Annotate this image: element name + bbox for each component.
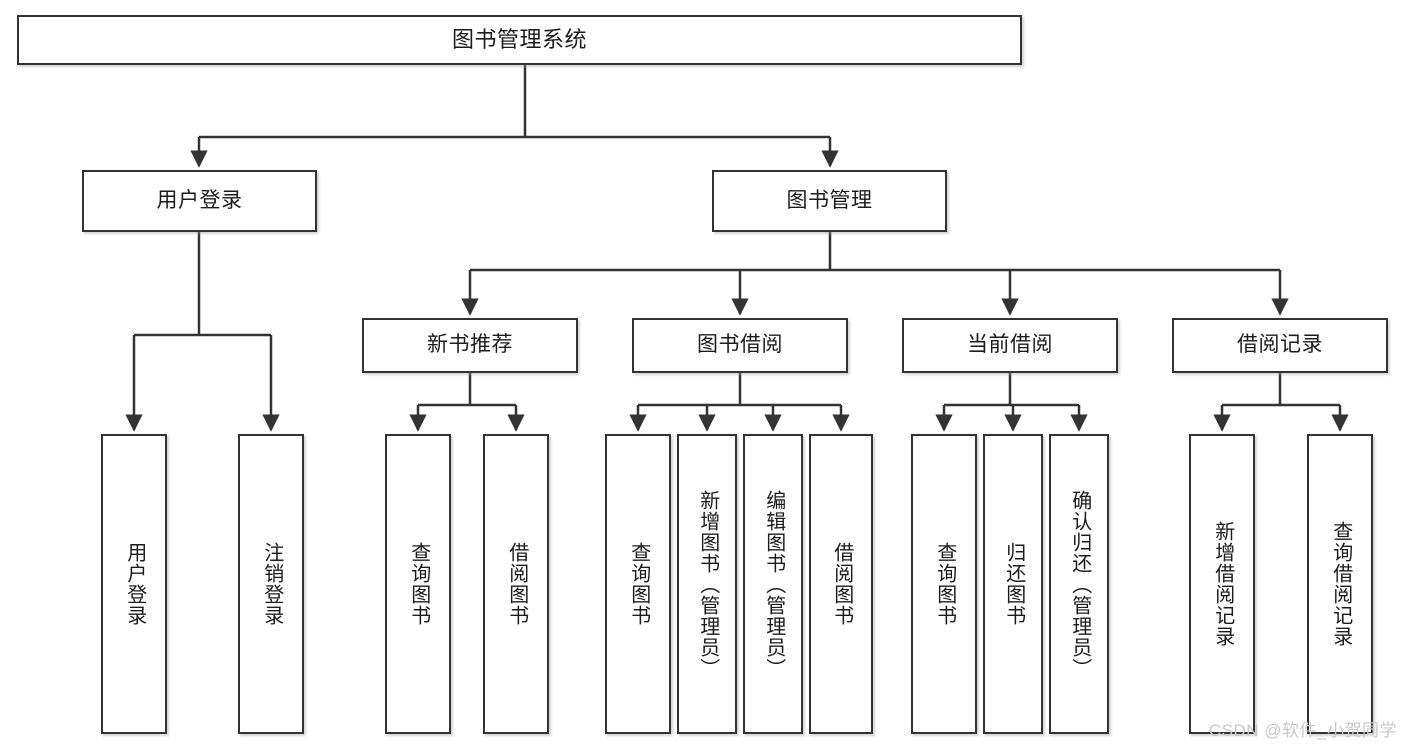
node-leaf-query-record-label: 查询借阅记录 [1329, 521, 1352, 647]
node-leaf-user-login: 用户登录 [101, 434, 167, 734]
node-leaf-logout: 注销登录 [238, 434, 304, 734]
node-leaf-add-book-label: 新增图书（管理员） [696, 489, 719, 679]
node-new-book-recommend-label: 新书推荐 [427, 333, 513, 357]
node-leaf-add-record: 新增借阅记录 [1189, 434, 1255, 734]
node-leaf-query-book-2-label: 查询图书 [627, 542, 650, 626]
node-leaf-query-record: 查询借阅记录 [1307, 434, 1373, 734]
node-leaf-query-book-1-label: 查询图书 [407, 542, 430, 626]
node-leaf-logout-label: 注销登录 [260, 542, 283, 626]
node-leaf-borrow-book-1-label: 借阅图书 [505, 542, 528, 626]
node-leaf-return-book: 归还图书 [983, 434, 1043, 734]
node-borrow-record-label: 借阅记录 [1237, 333, 1323, 357]
node-leaf-edit-book-label: 编辑图书（管理员） [762, 489, 785, 679]
node-leaf-user-login-label: 用户登录 [123, 542, 146, 626]
node-leaf-confirm-return-label: 确认归还（管理员） [1068, 489, 1091, 679]
node-root-label: 图书管理系统 [451, 27, 587, 53]
node-leaf-return-book-label: 归还图书 [1002, 542, 1025, 626]
node-book-manage: 图书管理 [712, 170, 947, 232]
node-current-borrow: 当前借阅 [902, 318, 1118, 373]
node-leaf-query-book-3-label: 查询图书 [933, 542, 956, 626]
node-book-borrow: 图书借阅 [632, 318, 848, 373]
node-current-borrow-label: 当前借阅 [967, 333, 1053, 357]
node-book-borrow-label: 图书借阅 [697, 333, 783, 357]
node-user-login-label: 用户登录 [156, 188, 243, 212]
node-leaf-edit-book: 编辑图书（管理员） [743, 434, 803, 734]
node-borrow-record: 借阅记录 [1172, 318, 1388, 373]
node-leaf-add-book: 新增图书（管理员） [677, 434, 737, 734]
node-root: 图书管理系统 [17, 15, 1022, 65]
node-leaf-borrow-book-2: 借阅图书 [809, 434, 873, 734]
node-new-book-recommend: 新书推荐 [362, 318, 578, 373]
node-leaf-query-book-1: 查询图书 [385, 434, 451, 734]
node-leaf-borrow-book-1: 借阅图书 [483, 434, 549, 734]
node-leaf-confirm-return: 确认归还（管理员） [1049, 434, 1109, 734]
node-leaf-query-book-3: 查询图书 [911, 434, 977, 734]
node-user-login: 用户登录 [82, 170, 317, 232]
watermark-text: CSDN @软件_小贺同学 [1208, 721, 1397, 740]
node-leaf-borrow-book-2-label: 借阅图书 [830, 542, 853, 626]
node-book-manage-label: 图书管理 [786, 188, 873, 212]
node-leaf-add-record-label: 新增借阅记录 [1211, 521, 1234, 647]
node-leaf-query-book-2: 查询图书 [605, 434, 671, 734]
